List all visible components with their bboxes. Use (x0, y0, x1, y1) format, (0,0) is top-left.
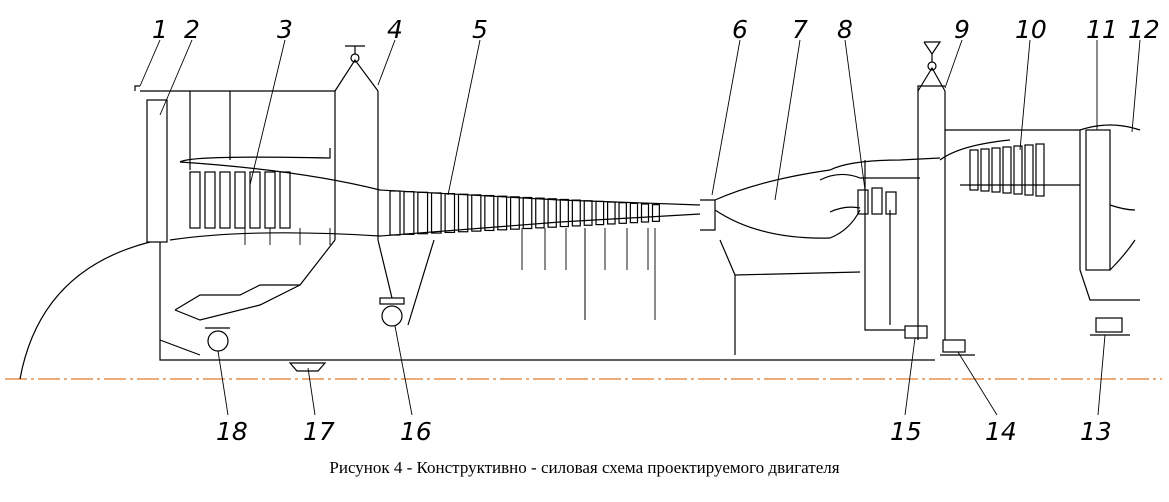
compressor-blade (640, 203, 650, 223)
lp-turbine-blade (1024, 144, 1034, 196)
fan-blades (189, 171, 291, 229)
label-17: 17 (303, 417, 335, 446)
label-9: 9 (954, 15, 970, 44)
compressor-blade (444, 193, 456, 234)
compressor-blade (595, 200, 605, 226)
turbine-frame (864, 41, 1141, 340)
compressor-blade (559, 198, 569, 228)
bearing-15 (900, 325, 928, 339)
label-6: 6 (732, 15, 748, 44)
front-support-frame (134, 45, 379, 243)
compressor-blade (629, 202, 639, 224)
lp-turbine-blade (969, 149, 979, 191)
compressor-blade (430, 192, 442, 234)
lp-turbine-blade (1013, 145, 1023, 195)
hp-turbine-blade (857, 189, 869, 215)
label-14: 14 (985, 417, 1017, 446)
label-1: 1 (152, 15, 168, 44)
compressor-blade (606, 201, 616, 225)
label-5: 5 (472, 15, 488, 44)
compressor-blade (522, 196, 533, 230)
bearing-17 (288, 362, 327, 372)
label-3: 3 (277, 15, 293, 44)
label-4: 4 (387, 15, 403, 44)
hp-turbine-blade (871, 187, 883, 215)
compressor-blade (571, 199, 581, 227)
inlet-fairing (19, 241, 935, 380)
label-18: 18 (216, 417, 248, 446)
compressor-disks (244, 228, 656, 320)
label-13: 13 (1080, 417, 1112, 446)
label-15: 15 (890, 417, 922, 446)
label-16: 16 (400, 417, 432, 446)
leader-lines (139, 39, 1141, 416)
label-7: 7 (792, 15, 808, 44)
bearing-16 (377, 239, 435, 327)
bearing-18 (174, 239, 336, 352)
fan-duct (169, 148, 701, 241)
bearing-14 (940, 339, 975, 356)
label-11: 11 (1086, 15, 1118, 44)
figure-caption: Рисунок 4 - Конструктивно - силовая схем… (329, 458, 840, 477)
compressor-blade (510, 196, 520, 230)
label-10: 10 (1015, 15, 1047, 44)
compressor-blades (389, 190, 660, 236)
compressor-blade (535, 197, 545, 229)
lp-turbine-blade (991, 147, 1001, 193)
hp-turbine-blade (885, 191, 897, 215)
combustion-chamber (700, 157, 941, 355)
fan-blade (204, 171, 216, 229)
label-12: 12 (1128, 15, 1160, 44)
fan-blade (264, 171, 276, 229)
compressor-blade (403, 191, 415, 235)
fan-blade (279, 171, 291, 229)
lp-turbine-blade (1002, 146, 1012, 194)
compressor-blade (497, 195, 508, 231)
fan-blade (249, 171, 261, 229)
fan-blade (234, 171, 246, 229)
turbine-stages (857, 143, 1045, 215)
compressor-blade (457, 193, 469, 233)
compressor-blade (471, 194, 482, 232)
fan-blade (189, 171, 201, 229)
fan-blade (219, 171, 231, 229)
compressor-blade (417, 191, 429, 235)
lp-turbine-blade (1035, 143, 1045, 197)
compressor-blade (547, 198, 557, 228)
compressor-blade (484, 194, 495, 232)
label-2: 2 (184, 15, 200, 44)
lp-turbine-blade (980, 148, 990, 192)
bearing-13 (1090, 317, 1130, 336)
compressor-blade (651, 204, 660, 222)
label-8: 8 (837, 15, 853, 44)
compressor-blade (583, 200, 593, 226)
compressor-blade (618, 202, 627, 224)
compressor-blade (389, 190, 401, 236)
